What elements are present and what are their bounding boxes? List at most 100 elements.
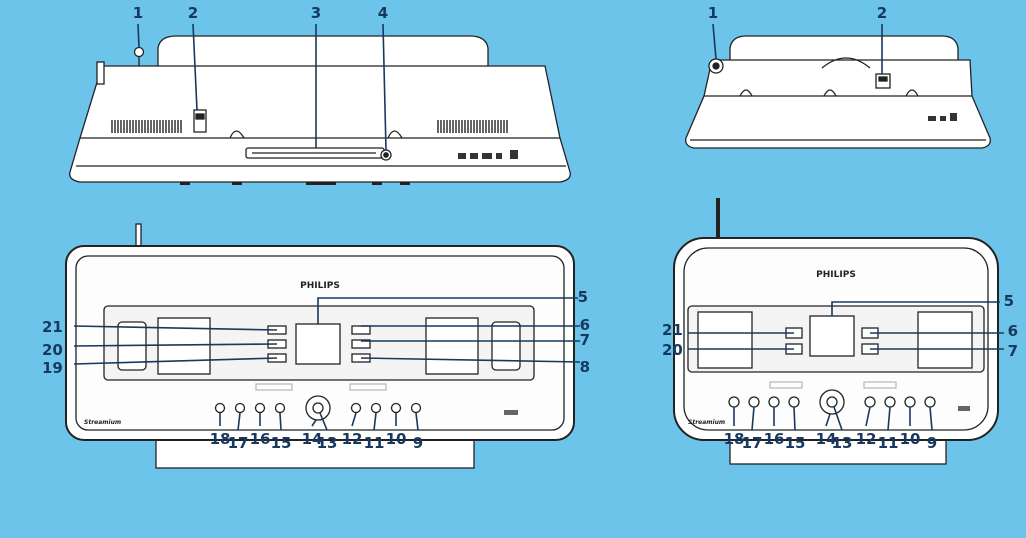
small-label-strip xyxy=(769,381,803,389)
callout-number-5: 5 xyxy=(578,288,588,306)
top-view-small-body xyxy=(685,59,991,149)
button-17[interactable] xyxy=(234,402,246,414)
foot xyxy=(306,182,336,185)
callout-number-2: 2 xyxy=(877,4,887,22)
callout-number-5: 5 xyxy=(1004,292,1014,310)
callout-number-12: 12 xyxy=(342,430,363,448)
headphone-jack-inner xyxy=(383,152,389,158)
button-11-small[interactable] xyxy=(884,396,896,408)
foot xyxy=(400,182,410,185)
right-button-7[interactable] xyxy=(351,339,371,349)
logo-mark xyxy=(950,113,957,121)
foot xyxy=(372,182,382,185)
button-9-small[interactable] xyxy=(924,396,936,408)
callout-number-11: 11 xyxy=(364,434,385,452)
small-label-strip xyxy=(349,383,387,391)
callout-leader-14 xyxy=(825,413,831,427)
callout-leader-13 xyxy=(833,406,843,431)
button-12[interactable] xyxy=(350,402,362,414)
logo-mark xyxy=(470,153,478,159)
callout-leader-11 xyxy=(887,406,891,431)
callout-number-15: 15 xyxy=(785,434,806,452)
callout-number-9: 9 xyxy=(413,434,423,452)
callout-leader-13 xyxy=(319,412,328,431)
logo-mark xyxy=(940,116,946,121)
callout-leader-17 xyxy=(237,412,241,431)
callout-number-14: 14 xyxy=(816,430,837,448)
callout-number-12: 12 xyxy=(856,430,877,448)
callout-number-7: 7 xyxy=(580,331,590,349)
top-view-large-side-tab xyxy=(96,61,105,85)
button-11[interactable] xyxy=(370,402,382,414)
foot xyxy=(232,182,242,185)
ok-button-13-small[interactable] xyxy=(826,396,838,408)
callout-number-1: 1 xyxy=(708,4,718,22)
callout-number-18: 18 xyxy=(724,430,745,448)
speaker-window-right xyxy=(491,321,521,371)
wifi-logo-small xyxy=(958,406,970,411)
top-view-small-logos xyxy=(928,113,957,121)
lcd-display-large xyxy=(295,323,341,365)
top-view-small xyxy=(685,35,991,149)
logo-mark xyxy=(510,150,518,159)
small-label-strip xyxy=(255,383,293,391)
callout-number-15: 15 xyxy=(271,434,292,452)
callout-leader-5 xyxy=(831,301,1000,316)
callout-number-1: 1 xyxy=(133,4,143,22)
power-button-18[interactable] xyxy=(214,402,226,414)
vent-slots-right xyxy=(437,120,508,133)
top-view-large-bumps xyxy=(229,130,403,139)
callout-number-10: 10 xyxy=(386,430,407,448)
callout-leader-2 xyxy=(192,23,198,111)
brand-logo-small: PHILIPS xyxy=(816,270,856,280)
top-view-large-logos xyxy=(458,150,518,159)
callout-number-3: 3 xyxy=(311,4,321,22)
ok-button-13[interactable] xyxy=(312,402,324,414)
callout-leader-19 xyxy=(73,357,278,365)
logo-mark xyxy=(496,153,502,159)
button-15-small[interactable] xyxy=(788,396,800,408)
vent-slots-left xyxy=(111,120,182,133)
button-16-small[interactable] xyxy=(768,396,780,408)
callout-number-4: 4 xyxy=(378,4,388,22)
callout-number-9: 9 xyxy=(927,434,937,452)
wifi-logo-large xyxy=(504,410,518,415)
callout-leader-17 xyxy=(751,406,755,431)
series-logo-small: Streamium xyxy=(688,419,725,426)
lcd-display-small xyxy=(809,315,855,357)
button-12-small[interactable] xyxy=(864,396,876,408)
callout-number-16: 16 xyxy=(250,430,271,448)
right-button-6[interactable] xyxy=(351,325,371,335)
logo-mark xyxy=(482,153,492,159)
brand-logo-large: PHILIPS xyxy=(300,281,340,291)
button-15[interactable] xyxy=(274,402,286,414)
callout-leader-9 xyxy=(929,406,933,431)
top-view-small-bumps xyxy=(739,89,919,97)
top-view-large-body xyxy=(69,65,571,183)
callout-number-6: 6 xyxy=(1008,322,1018,340)
callout-leader-20 xyxy=(73,343,278,347)
bottom-feet-large xyxy=(180,182,410,185)
callout-leader-12 xyxy=(351,412,357,427)
callout-number-21: 21 xyxy=(42,318,63,336)
top-view-large xyxy=(69,35,571,185)
button-16[interactable] xyxy=(254,402,266,414)
display-frame-right xyxy=(425,317,479,375)
display-frame-left xyxy=(157,317,211,375)
docking-connector-inner xyxy=(195,113,205,120)
callout-number-8: 8 xyxy=(580,358,590,376)
callout-leader-8 xyxy=(360,357,581,363)
callout-number-17: 17 xyxy=(228,434,249,452)
button-17-small[interactable] xyxy=(748,396,760,408)
speaker-grille-hump xyxy=(821,57,871,69)
button-10[interactable] xyxy=(390,402,402,414)
power-button-18-small[interactable] xyxy=(728,396,740,408)
series-logo-large: Streamium xyxy=(84,419,121,426)
button-9[interactable] xyxy=(410,402,422,414)
docking-connector-small-inner xyxy=(878,76,888,82)
button-10-small[interactable] xyxy=(904,396,916,408)
callout-leader-21 xyxy=(73,325,278,331)
callout-number-7: 7 xyxy=(1008,342,1018,360)
